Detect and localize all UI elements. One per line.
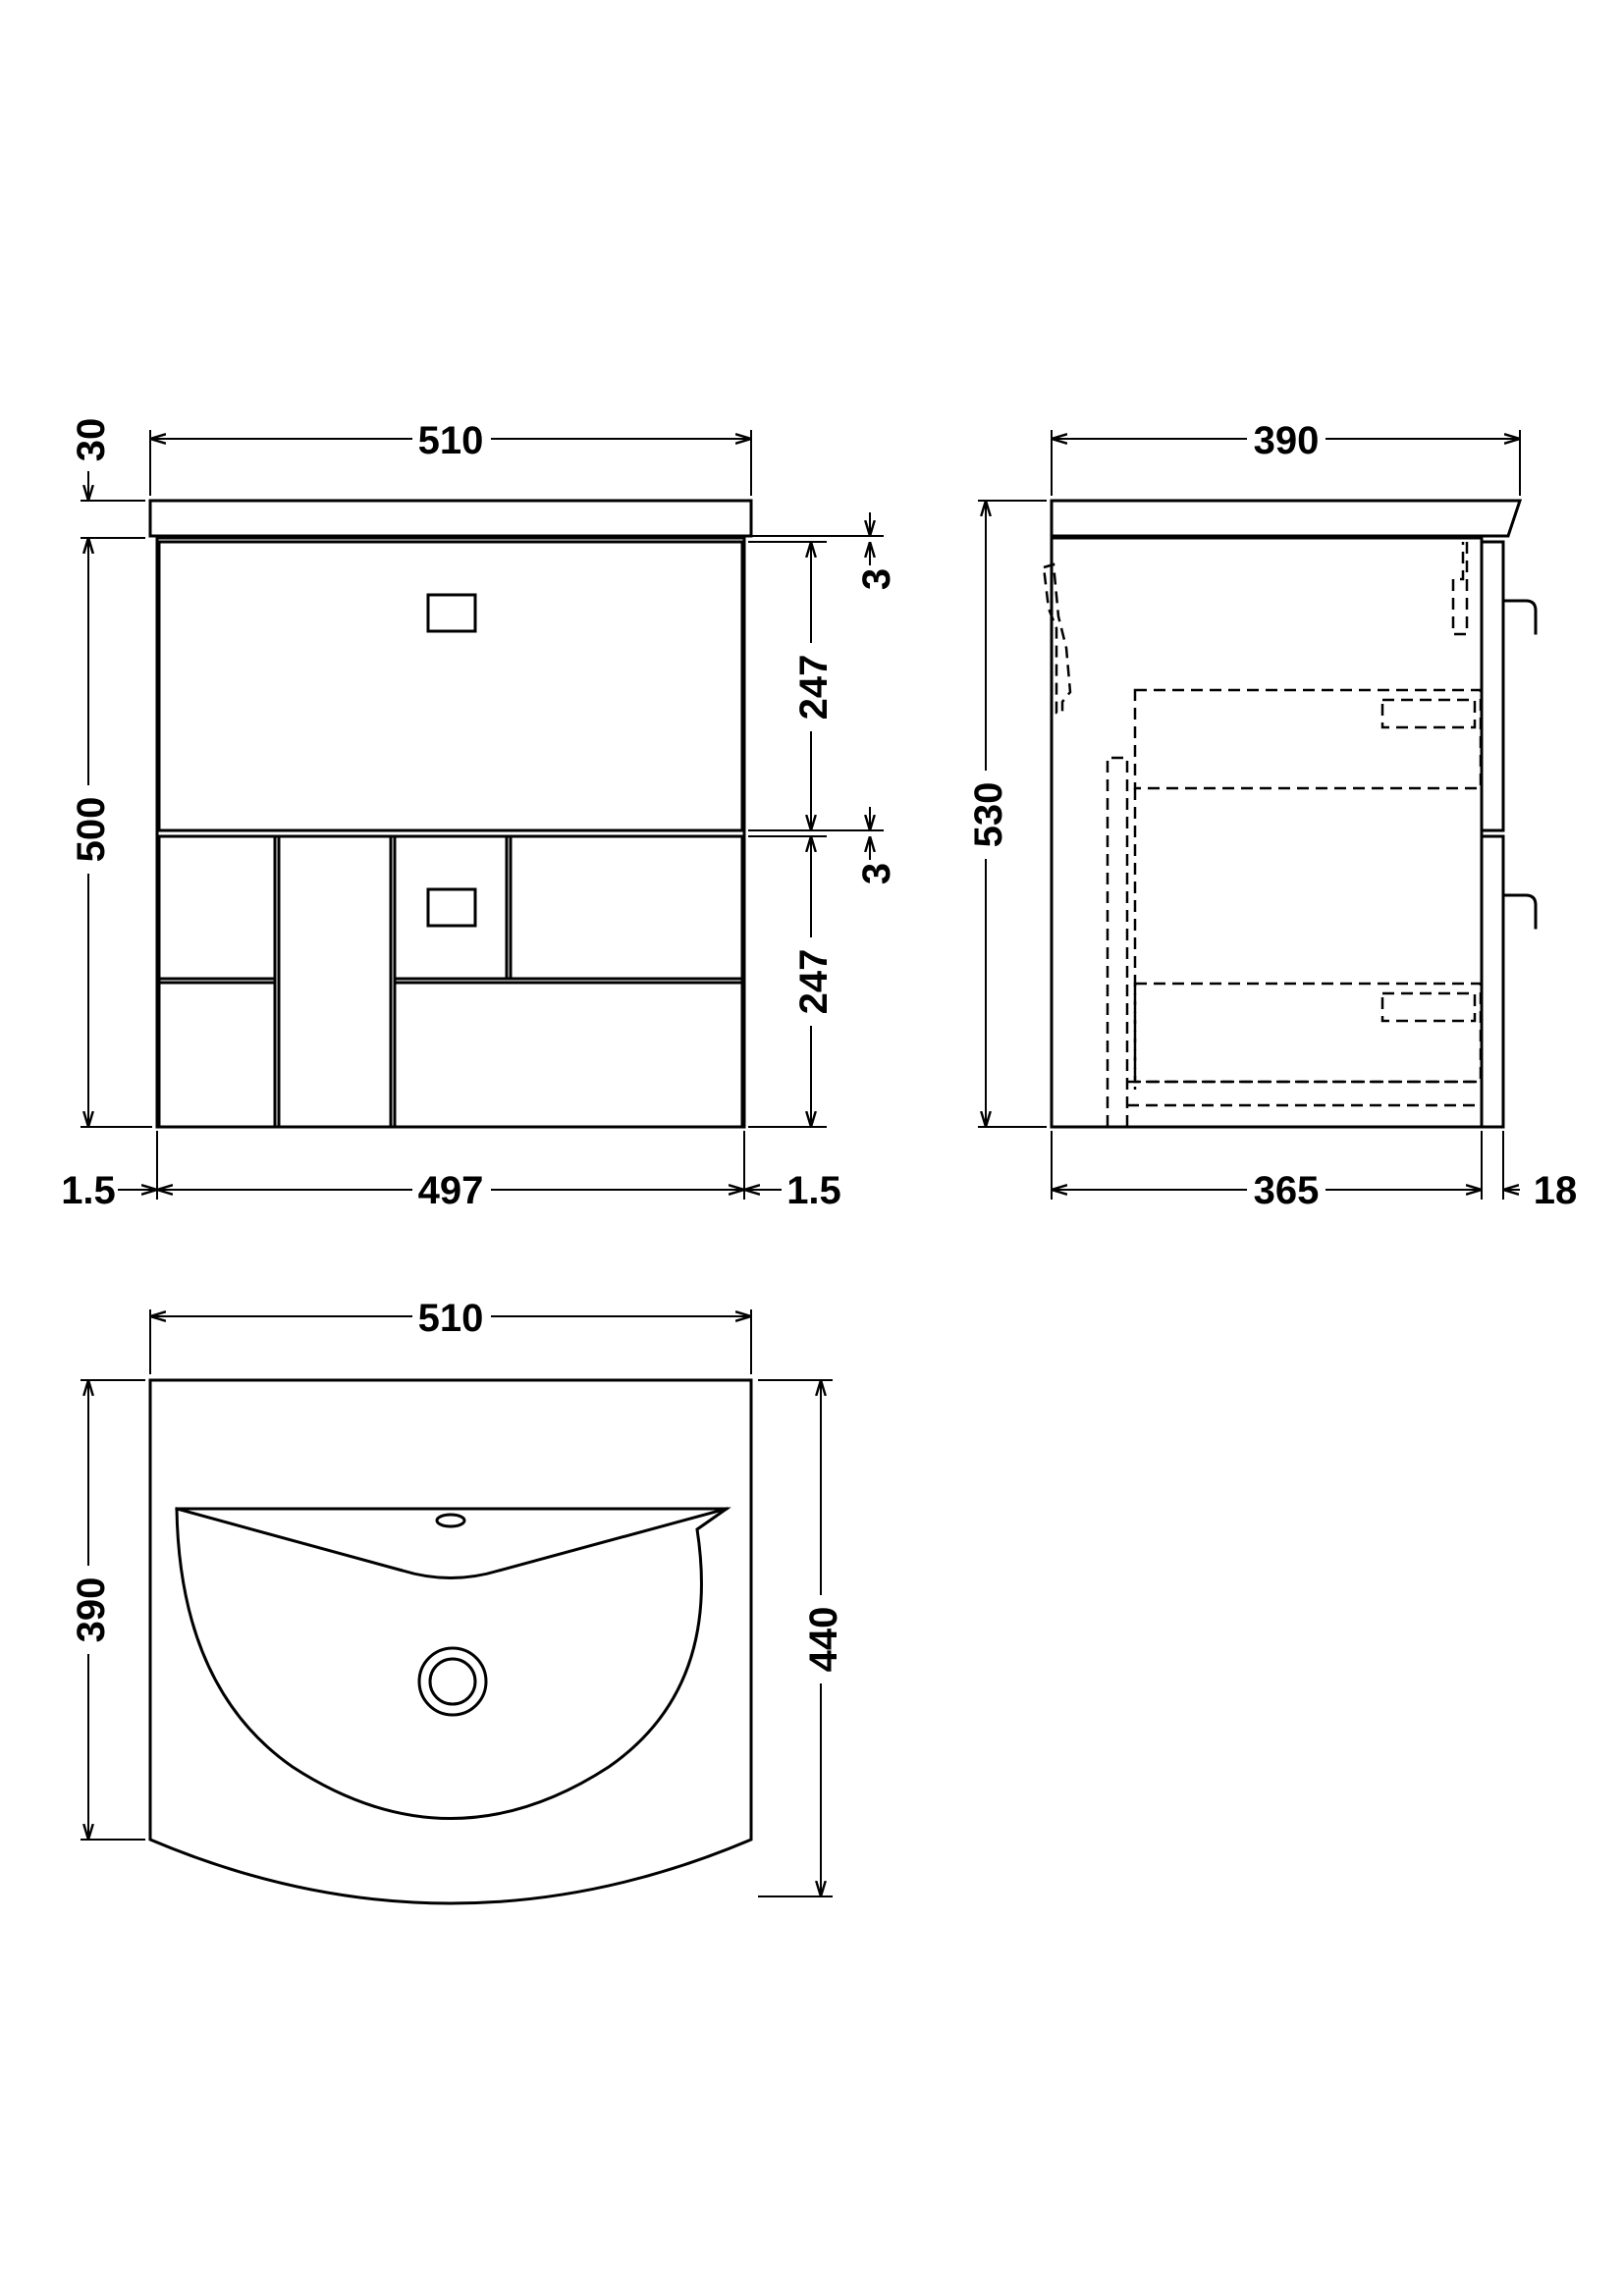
dim-front-top-thickness: 30: [70, 418, 113, 462]
front-carcass: [155, 536, 746, 1129]
side-countertop: [1050, 499, 1523, 538]
side-drawer-box-top: [1133, 688, 1483, 790]
side-carcass: [1050, 536, 1484, 1129]
dim-side-height: 530: [967, 782, 1010, 848]
side-drawer-front-top: [1480, 540, 1505, 832]
side-drawer-front-bottom: [1480, 834, 1505, 1129]
front-countertop: [148, 499, 753, 538]
side-view: 390 530 365 18: [967, 419, 1577, 1212]
side-waste-pipe: [1042, 562, 1072, 715]
plan-waste-inner: [428, 1657, 477, 1706]
front-bottom-drawer-handle: [426, 887, 477, 928]
dim-front-gap-bottom: 3: [855, 863, 898, 884]
dim-plan-width: 510: [418, 1297, 484, 1340]
dim-front-side-left: 1.5: [61, 1169, 116, 1212]
dim-side-front-thickness: 18: [1534, 1169, 1578, 1212]
dim-plan-depth-centre: 440: [802, 1607, 845, 1673]
dim-plan-depth-sides: 390: [70, 1577, 113, 1643]
dim-front-drawer-bottom: 247: [792, 949, 836, 1015]
plan-waste-outer: [417, 1646, 488, 1717]
dim-front-width: 510: [418, 419, 484, 462]
front-top-drawer: [157, 540, 744, 832]
plan-view: 510 390 440: [70, 1297, 845, 1905]
side-handle-top: [1501, 599, 1538, 635]
dim-front-inner-width: 497: [418, 1169, 484, 1212]
plan-basin-bowl: [175, 1507, 731, 1820]
dim-front-height: 500: [70, 797, 113, 863]
plan-tap-hole: [435, 1513, 466, 1528]
front-bottom-drawer: [157, 834, 744, 1129]
plan-basin-outline: [148, 1378, 753, 1905]
front-top-drawer-handle: [426, 593, 477, 633]
dim-front-side-right: 1.5: [786, 1169, 841, 1212]
dim-front-drawer-top: 247: [792, 655, 836, 721]
dim-front-gap-top: 3: [855, 568, 898, 590]
dim-side-depth: 390: [1254, 419, 1320, 462]
front-view: 510 30 500 3 247 3 247 1.5 497 1.5: [61, 418, 898, 1212]
side-drawer-box-bottom: [1133, 982, 1483, 1084]
side-handle-bottom: [1501, 893, 1538, 930]
dim-side-carcass-depth: 365: [1254, 1169, 1320, 1212]
